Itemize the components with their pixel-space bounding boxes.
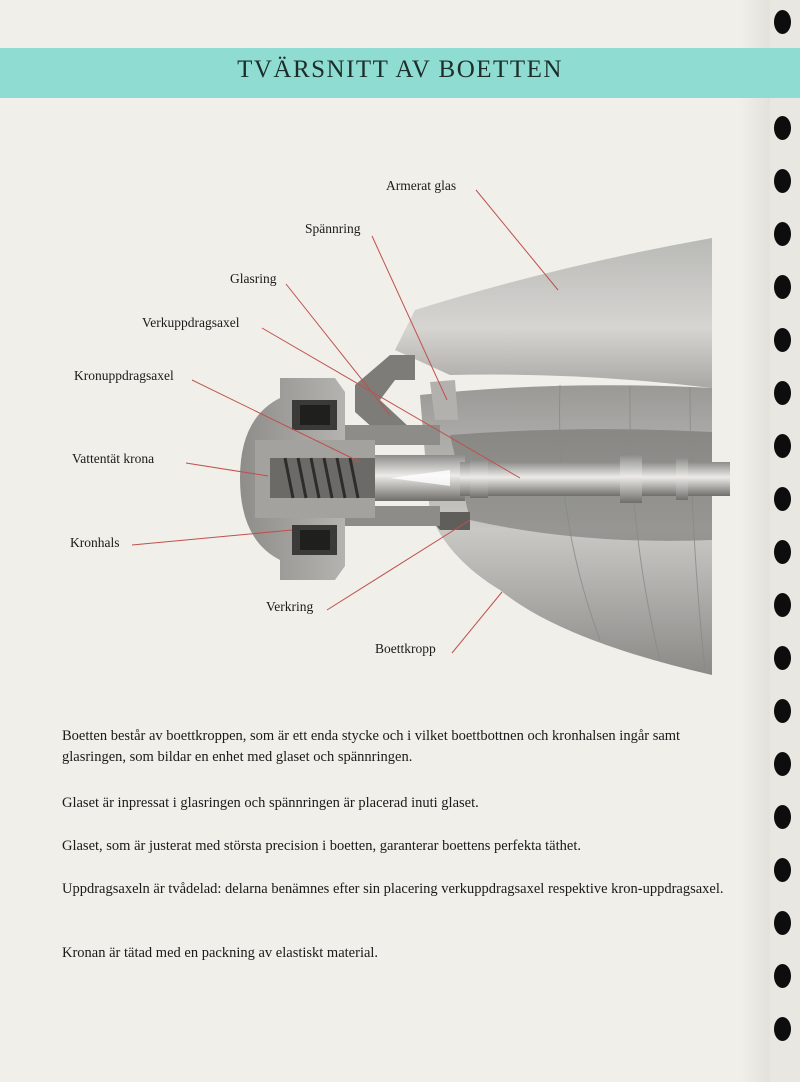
binding-hole	[774, 911, 791, 935]
label-crown-tube: Kronhals	[70, 535, 120, 550]
binding-hole	[774, 1017, 791, 1041]
binding-hole	[774, 328, 791, 352]
paragraph-winding-stem: Uppdragsaxeln är tvådelad: delarna benäm…	[62, 881, 724, 897]
binding-hole	[774, 699, 791, 723]
paragraph-glass-press: Glaset är inpressat i glasringen och spä…	[62, 795, 479, 811]
tension-ring	[430, 380, 458, 420]
binding-hole	[774, 10, 791, 34]
title-banner	[0, 48, 800, 98]
paragraph-case-description: Boetten består av boettkroppen, som är e…	[62, 728, 681, 765]
binding-hole	[774, 805, 791, 829]
binding-hole	[774, 116, 791, 140]
page-title: TVÄRSNITT AV BOETTEN	[237, 56, 563, 83]
binding-hole	[774, 275, 791, 299]
binding-hole	[774, 222, 791, 246]
binding-hole	[774, 752, 791, 776]
label-glass-ring: Glasring	[230, 271, 277, 286]
binding-hole	[774, 964, 791, 988]
label-movement-ring: Verkring	[266, 599, 314, 614]
binding-hole	[774, 169, 791, 193]
paragraph-glass-precision: Glaset, som är justerat med största prec…	[62, 838, 581, 854]
label-armored-glass: Armerat glas	[386, 178, 457, 193]
label-crown-winding-stem: Kronuppdragsaxel	[74, 368, 174, 383]
binding-hole	[774, 593, 791, 617]
label-waterproof-crown: Vattentät krona	[72, 451, 155, 466]
label-movement-winding-stem: Verkuppdragsaxel	[142, 315, 240, 330]
label-tension-ring: Spännring	[305, 221, 361, 236]
binding-hole	[774, 858, 791, 882]
binding-hole	[774, 540, 791, 564]
paragraph-crown-seal: Kronan är tätad med en packning av elast…	[62, 945, 379, 961]
binding-hole	[774, 646, 791, 670]
binding-hole	[774, 434, 791, 458]
label-case-body: Boettkropp	[375, 641, 436, 656]
glass-ring	[355, 355, 415, 445]
binding-hole	[774, 381, 791, 405]
binding-hole	[774, 487, 791, 511]
armored-glass	[395, 238, 712, 388]
